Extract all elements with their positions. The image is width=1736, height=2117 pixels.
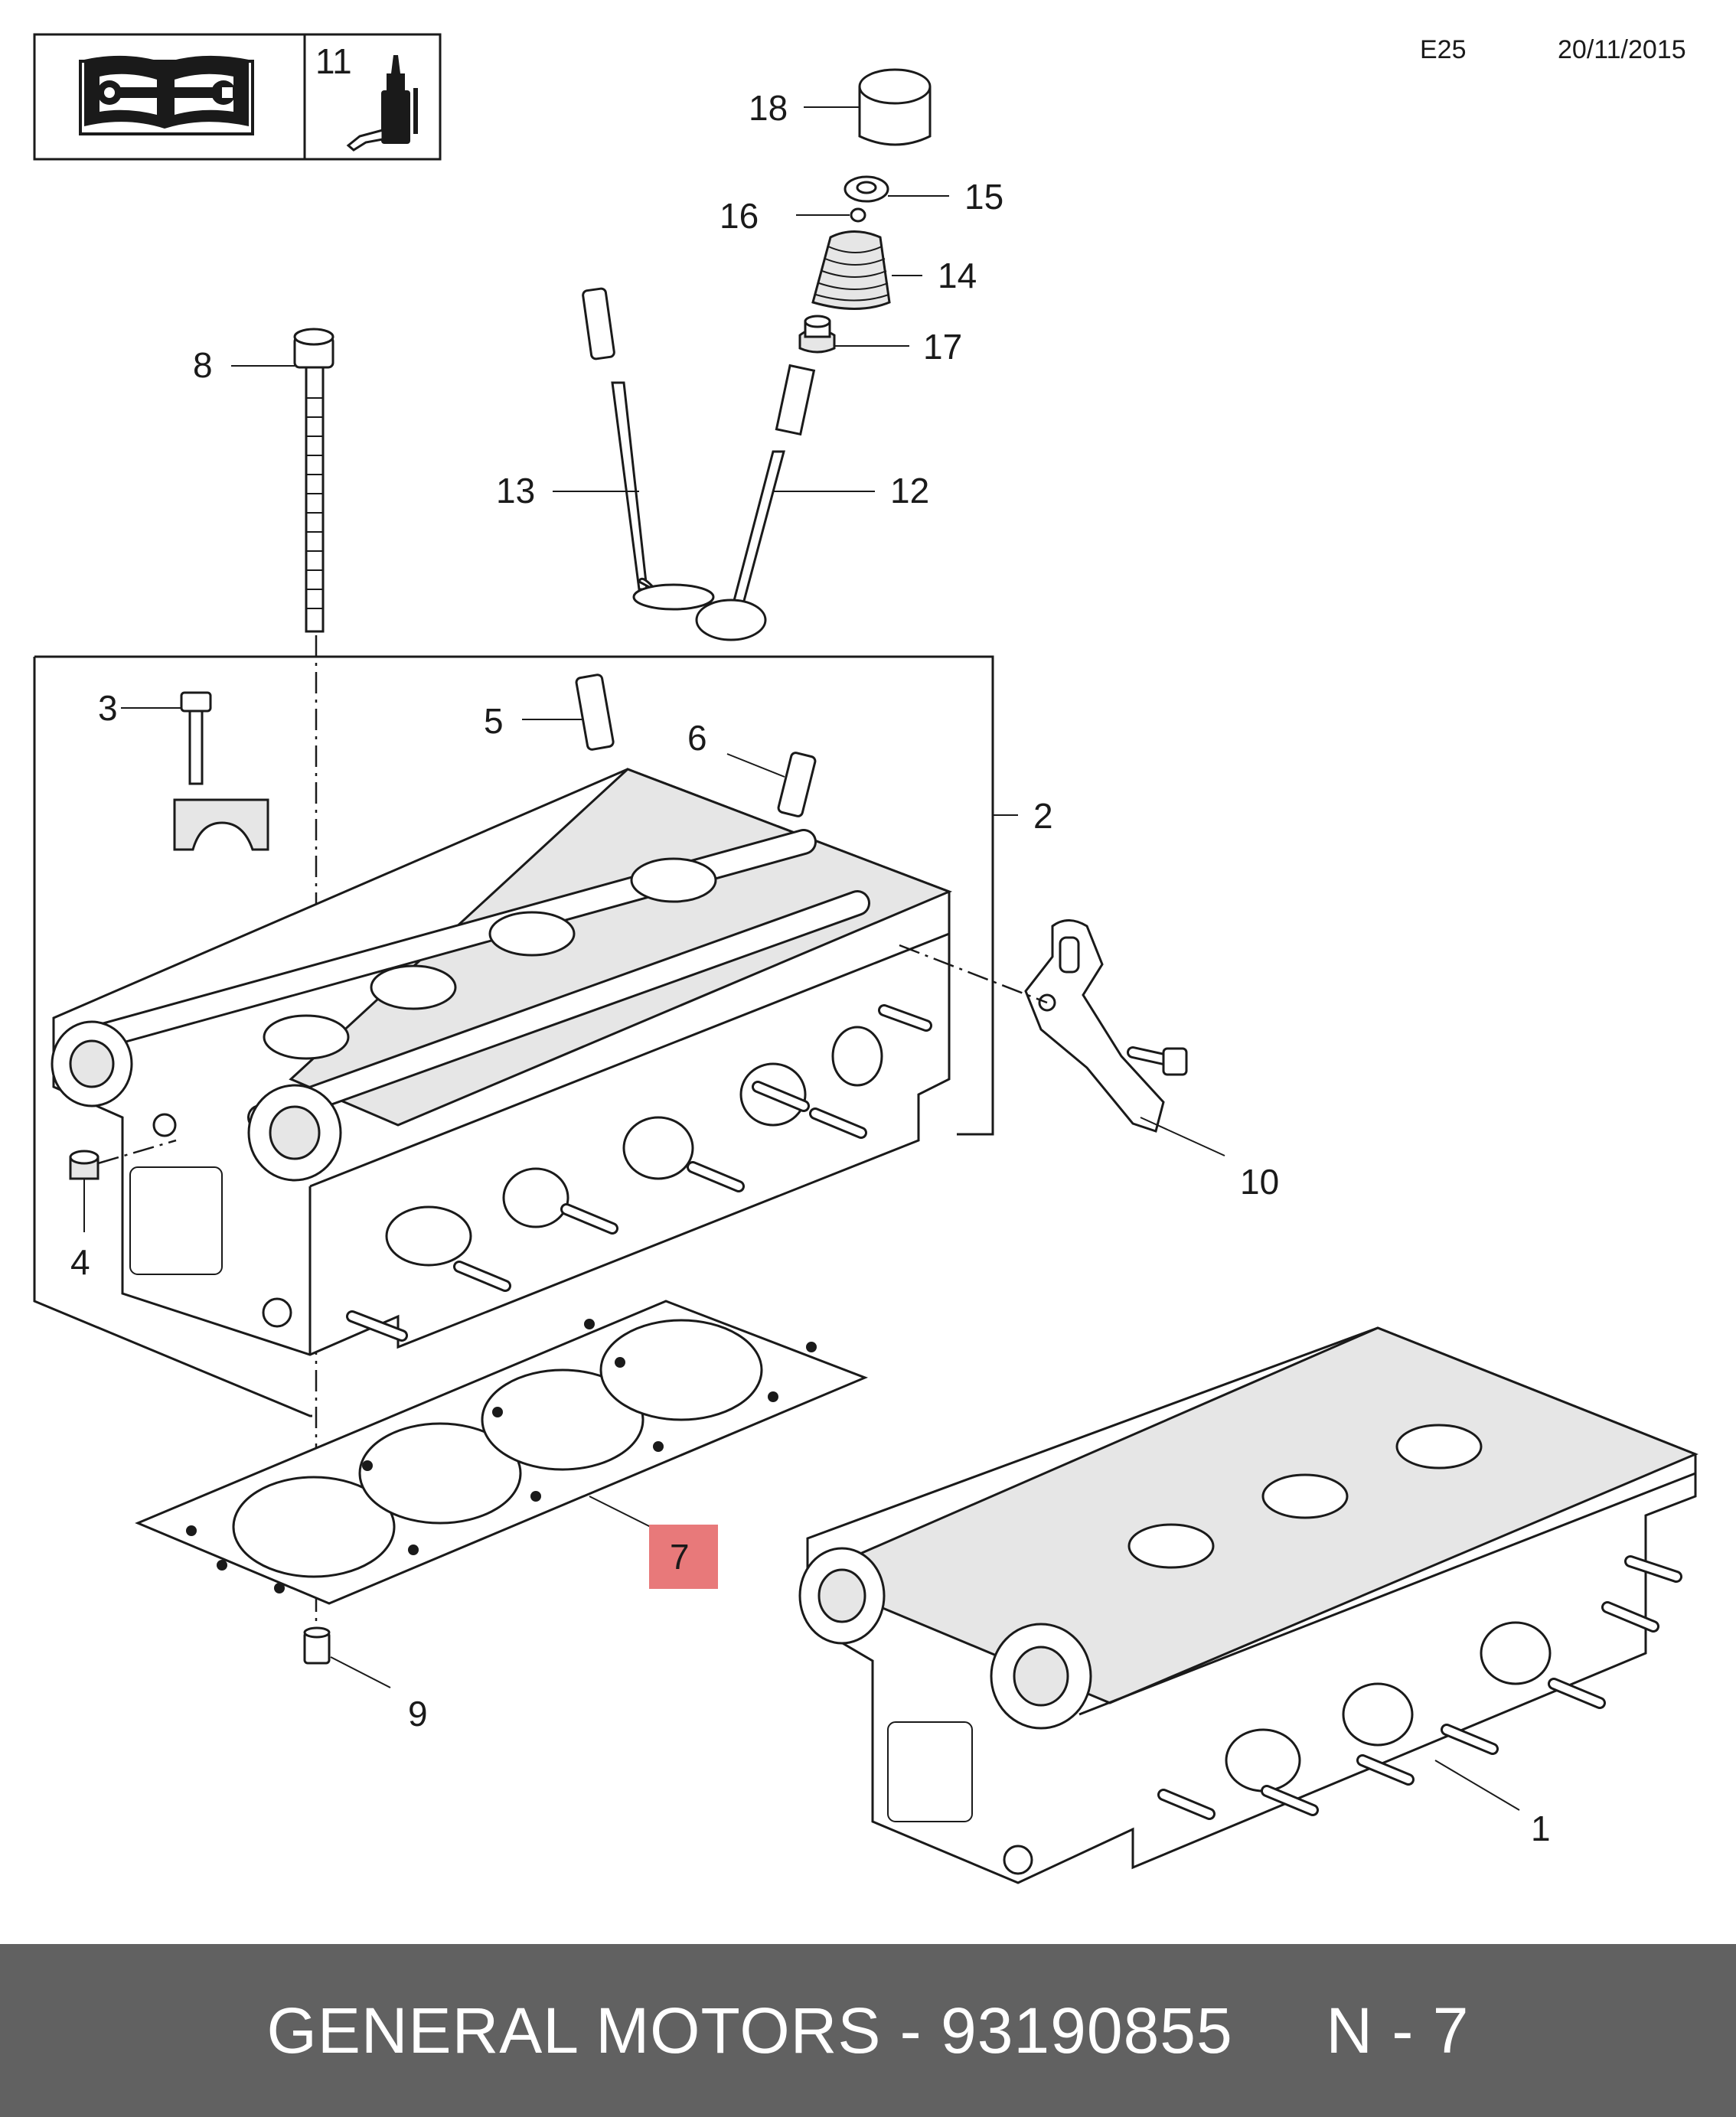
callout-8: 8	[193, 345, 213, 385]
part-12-valve	[695, 364, 875, 641]
callout-18: 18	[749, 88, 788, 128]
part-4-plug	[69, 1139, 177, 1232]
callout-7: 7	[670, 1537, 690, 1577]
callout-1: 1	[1531, 1809, 1551, 1848]
part-2-cylinder-head	[51, 768, 953, 1356]
callout-2: 2	[1033, 796, 1053, 836]
callout-5: 5	[484, 701, 504, 741]
callout-3: 3	[98, 688, 118, 728]
callout-6: 6	[687, 718, 707, 758]
legend-number: 11	[315, 41, 352, 81]
callout-17: 17	[923, 327, 962, 367]
subassembly-outline	[34, 655, 994, 1136]
part-10-bracket	[899, 919, 1225, 1156]
exploded-parts-diagram: 11 E25 20/11/2015	[33, 33, 1698, 1884]
callout-10: 10	[1240, 1162, 1279, 1202]
diagram-code: E25	[1420, 35, 1467, 64]
part-8-head-bolt	[231, 328, 334, 633]
part-15-retainer	[844, 175, 949, 203]
part-17-stem-seal	[798, 315, 909, 354]
part-6-valve-guide	[726, 752, 817, 817]
legend-box: 11	[33, 33, 442, 161]
callout-13: 13	[496, 471, 535, 510]
part-16-valve-key	[796, 207, 866, 223]
repair-manual-icon	[79, 55, 254, 135]
part-18-tappet	[804, 68, 932, 146]
part-13-valve	[553, 287, 715, 611]
callout-16: 16	[720, 196, 759, 236]
part-14-valve-spring	[811, 230, 922, 310]
adhesive-bottle-icon	[346, 55, 418, 152]
callout-15: 15	[964, 177, 1003, 217]
part-1-cylinder-head-assembly	[798, 1326, 1698, 1884]
footer-part-label: GENERAL MOTORS - 93190855 N - 7	[266, 1994, 1470, 2066]
callout-14: 14	[938, 256, 977, 295]
diagram-date: 20/11/2015	[1558, 35, 1686, 64]
part-5-valve-guide	[522, 674, 615, 751]
callout-9: 9	[408, 1694, 428, 1734]
part-7-head-gasket	[135, 1300, 869, 1605]
callout-4: 4	[70, 1242, 90, 1282]
callout-7-highlight	[649, 1525, 718, 1589]
footer-bar: GENERAL MOTORS - 93190855 N - 7	[0, 1944, 1736, 2117]
part-9-dowel	[303, 1626, 391, 1688]
part-3-cap-bolt	[121, 691, 269, 851]
callout-12: 12	[890, 471, 929, 510]
